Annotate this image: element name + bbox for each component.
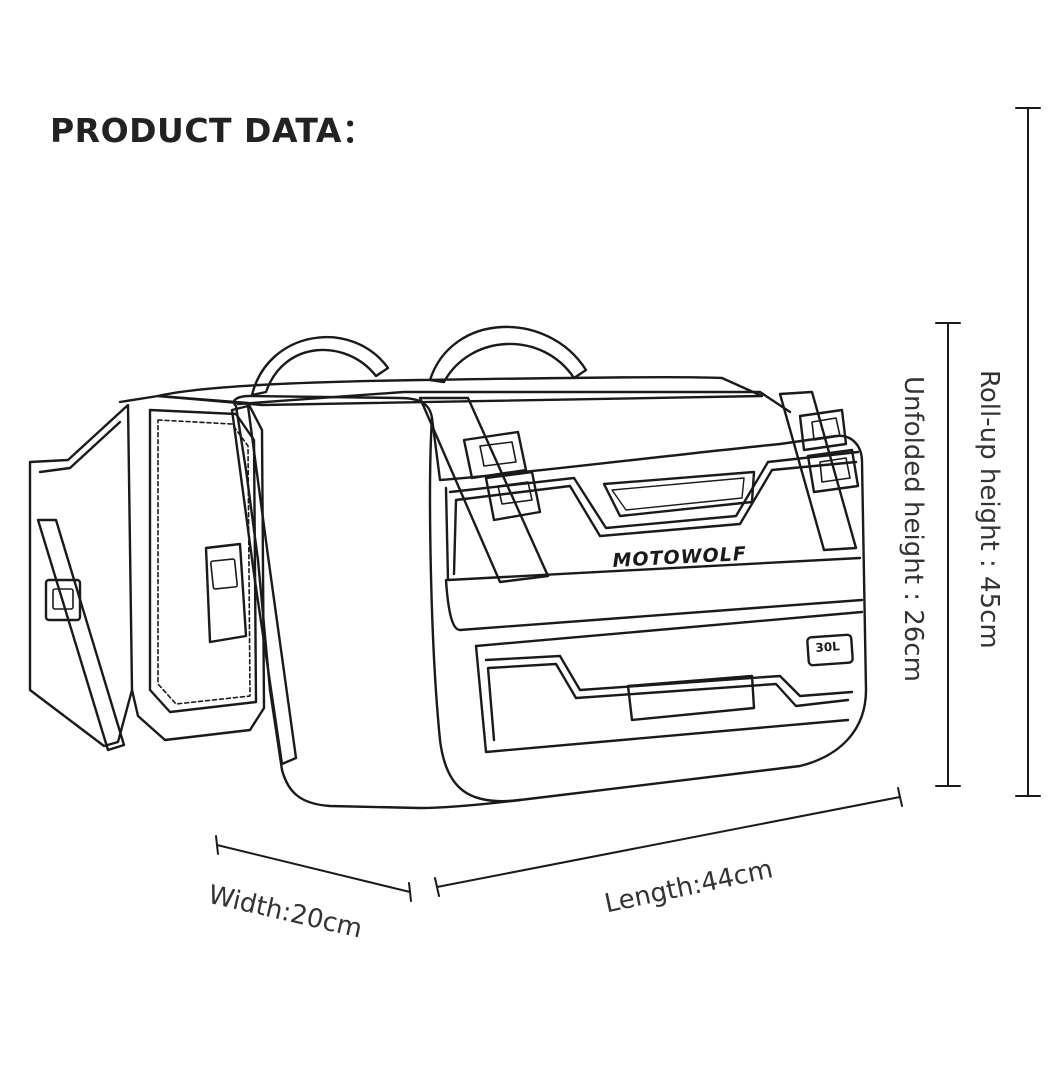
handles [250,325,588,397]
capacity-badge: 30L [815,639,841,655]
front-bag [156,375,868,810]
rear-bag [28,394,266,752]
badges [806,633,854,667]
unfolded-height-label: Unfolded height : 26cm [898,376,928,682]
buckles [462,408,860,522]
dimension-lines [215,107,1041,902]
page-title: PRODUCT DATA： [50,111,376,150]
rollup-height-label: Roll-up height : 45cm [974,370,1004,649]
